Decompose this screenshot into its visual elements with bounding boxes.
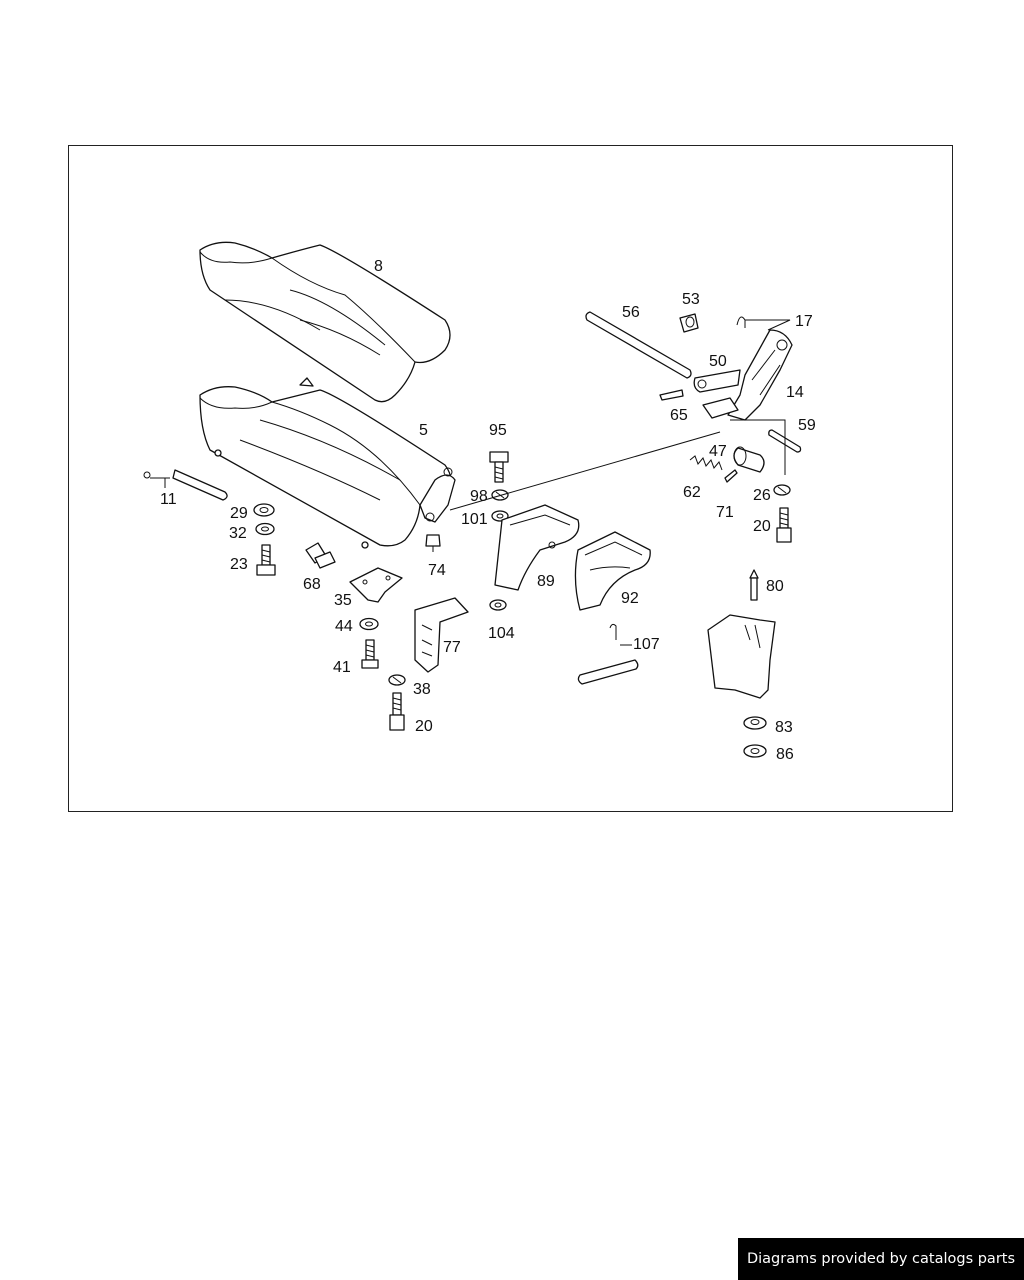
label-62: 62: [683, 484, 701, 501]
part-62-spring[interactable]: [689, 455, 723, 471]
label-50: 50: [709, 353, 727, 370]
part-11-rod[interactable]: [143, 469, 228, 501]
part-71-pin[interactable]: [724, 469, 738, 483]
label-86: 86: [776, 746, 794, 763]
part-23-bolt[interactable]: [256, 544, 276, 576]
label-20-left: 20: [415, 718, 433, 735]
leader-17: [745, 319, 791, 331]
part-29-washer[interactable]: [253, 503, 275, 517]
label-98: 98: [470, 488, 488, 505]
part-56-shaft[interactable]: [585, 311, 692, 379]
credit-banner: Diagrams provided by catalogs parts: [738, 1238, 1024, 1280]
part-26-spring-washer[interactable]: [773, 484, 791, 496]
part-74-buffer[interactable]: [425, 534, 441, 552]
label-95: 95: [489, 422, 507, 439]
label-5: 5: [419, 422, 428, 439]
label-92: 92: [621, 590, 639, 607]
part-17-clip[interactable]: [736, 316, 746, 328]
label-107: 107: [633, 636, 660, 653]
part-8-upper-cushion[interactable]: [199, 241, 451, 403]
part-104-washer[interactable]: [489, 599, 507, 611]
leader-14: [730, 419, 786, 475]
part-65-pin[interactable]: [659, 389, 684, 401]
part-lever-bracket[interactable]: [702, 397, 739, 419]
leader-line-pivot: [449, 431, 721, 511]
part-38-spring-washer[interactable]: [388, 674, 406, 686]
part-20-bolt-left[interactable]: [389, 692, 405, 731]
part-86-washer[interactable]: [743, 744, 767, 758]
label-35: 35: [334, 592, 352, 609]
label-59: 59: [798, 417, 816, 434]
part-20-bolt-right[interactable]: [776, 507, 792, 543]
label-44: 44: [335, 618, 353, 635]
part-47-roller[interactable]: [733, 446, 765, 473]
part-50-lever[interactable]: [693, 369, 741, 393]
part-53-bush[interactable]: [679, 313, 699, 333]
label-56: 56: [622, 304, 640, 321]
label-11: 11: [160, 491, 177, 508]
part-35-bracket[interactable]: [349, 567, 403, 603]
part-68-plug[interactable]: [305, 542, 336, 569]
part-5-lower-cushion[interactable]: [199, 377, 456, 549]
part-98-spring-washer[interactable]: [491, 489, 509, 501]
label-38: 38: [413, 681, 431, 698]
part-92-cover[interactable]: [574, 531, 651, 611]
label-17: 17: [795, 313, 813, 330]
label-8: 8: [374, 258, 383, 275]
label-68: 68: [303, 576, 321, 593]
label-53: 53: [682, 291, 700, 308]
part-95-bolt[interactable]: [489, 451, 509, 483]
part-107-rod[interactable]: [577, 623, 639, 685]
label-65: 65: [670, 407, 688, 424]
part-77-support[interactable]: [414, 597, 469, 673]
label-14: 14: [786, 384, 804, 401]
label-47: 47: [709, 443, 727, 460]
label-20-right: 20: [753, 518, 771, 535]
part-83-spacer[interactable]: [743, 716, 767, 730]
label-32: 32: [229, 525, 247, 542]
label-77: 77: [443, 639, 461, 656]
label-80: 80: [766, 578, 784, 595]
label-83: 83: [775, 719, 793, 736]
label-89: 89: [537, 573, 555, 590]
part-41-bolt[interactable]: [361, 639, 379, 669]
part-32-washer[interactable]: [255, 522, 275, 536]
credit-text: Diagrams provided by catalogs parts: [746, 1251, 1016, 1267]
part-89-cover[interactable]: [494, 504, 580, 591]
part-80-screw[interactable]: [749, 569, 759, 601]
label-23: 23: [230, 556, 248, 573]
label-26: 26: [753, 487, 771, 504]
part-101-washer[interactable]: [491, 510, 509, 522]
label-104: 104: [488, 625, 515, 642]
label-101: 101: [461, 511, 488, 528]
label-71: 71: [716, 504, 734, 521]
part-side-trim-panel[interactable]: [707, 614, 776, 699]
label-29: 29: [230, 505, 248, 522]
label-74: 74: [428, 562, 446, 579]
part-44-washer[interactable]: [359, 617, 379, 631]
label-41: 41: [333, 659, 351, 676]
